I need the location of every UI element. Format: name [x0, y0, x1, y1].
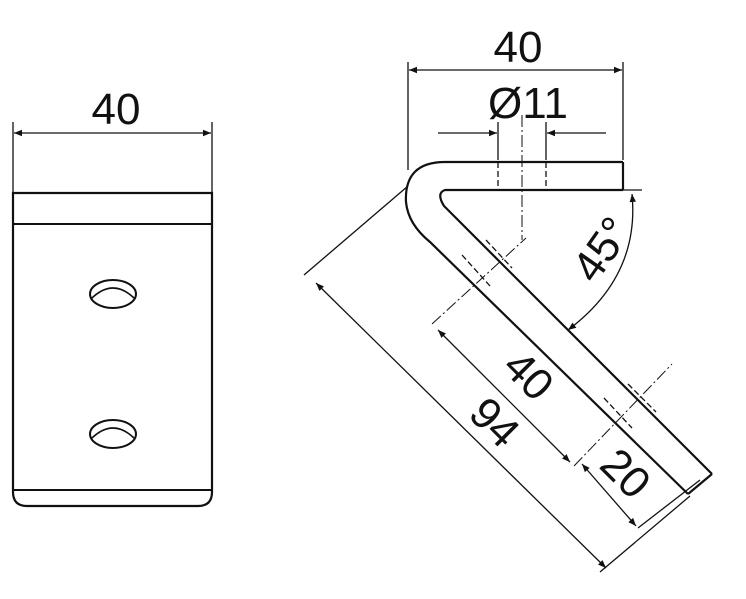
edge-distance-label: 20	[591, 439, 660, 508]
leg-hole2-edge-a	[603, 397, 633, 429]
spacing-dimension-line	[437, 329, 571, 463]
side-leg-end	[687, 473, 713, 495]
leg-hole2-edge-b	[627, 383, 657, 413]
front-hole-lower	[89, 419, 137, 449]
length-extension-bottom	[599, 495, 691, 573]
edge-extension	[637, 479, 701, 529]
side-outer-contour	[404, 160, 689, 495]
leg-hole1-centerline	[431, 237, 527, 325]
front-hole-upper	[89, 279, 137, 309]
front-plate-outline	[11, 191, 214, 508]
front-view	[11, 122, 214, 508]
angle-label: 45°	[563, 208, 641, 291]
side-view	[303, 62, 713, 573]
leg-hole1-edge-b	[485, 239, 513, 269]
length-extension-top	[303, 185, 409, 276]
edge-dimension-line	[581, 463, 637, 527]
side-inner-contour	[439, 188, 713, 475]
side-width-label: 40	[494, 23, 543, 72]
hole-diameter-label: Ø11	[488, 79, 568, 128]
leg-hole1-edge-a	[461, 254, 491, 287]
front-width-label: 40	[92, 85, 141, 134]
